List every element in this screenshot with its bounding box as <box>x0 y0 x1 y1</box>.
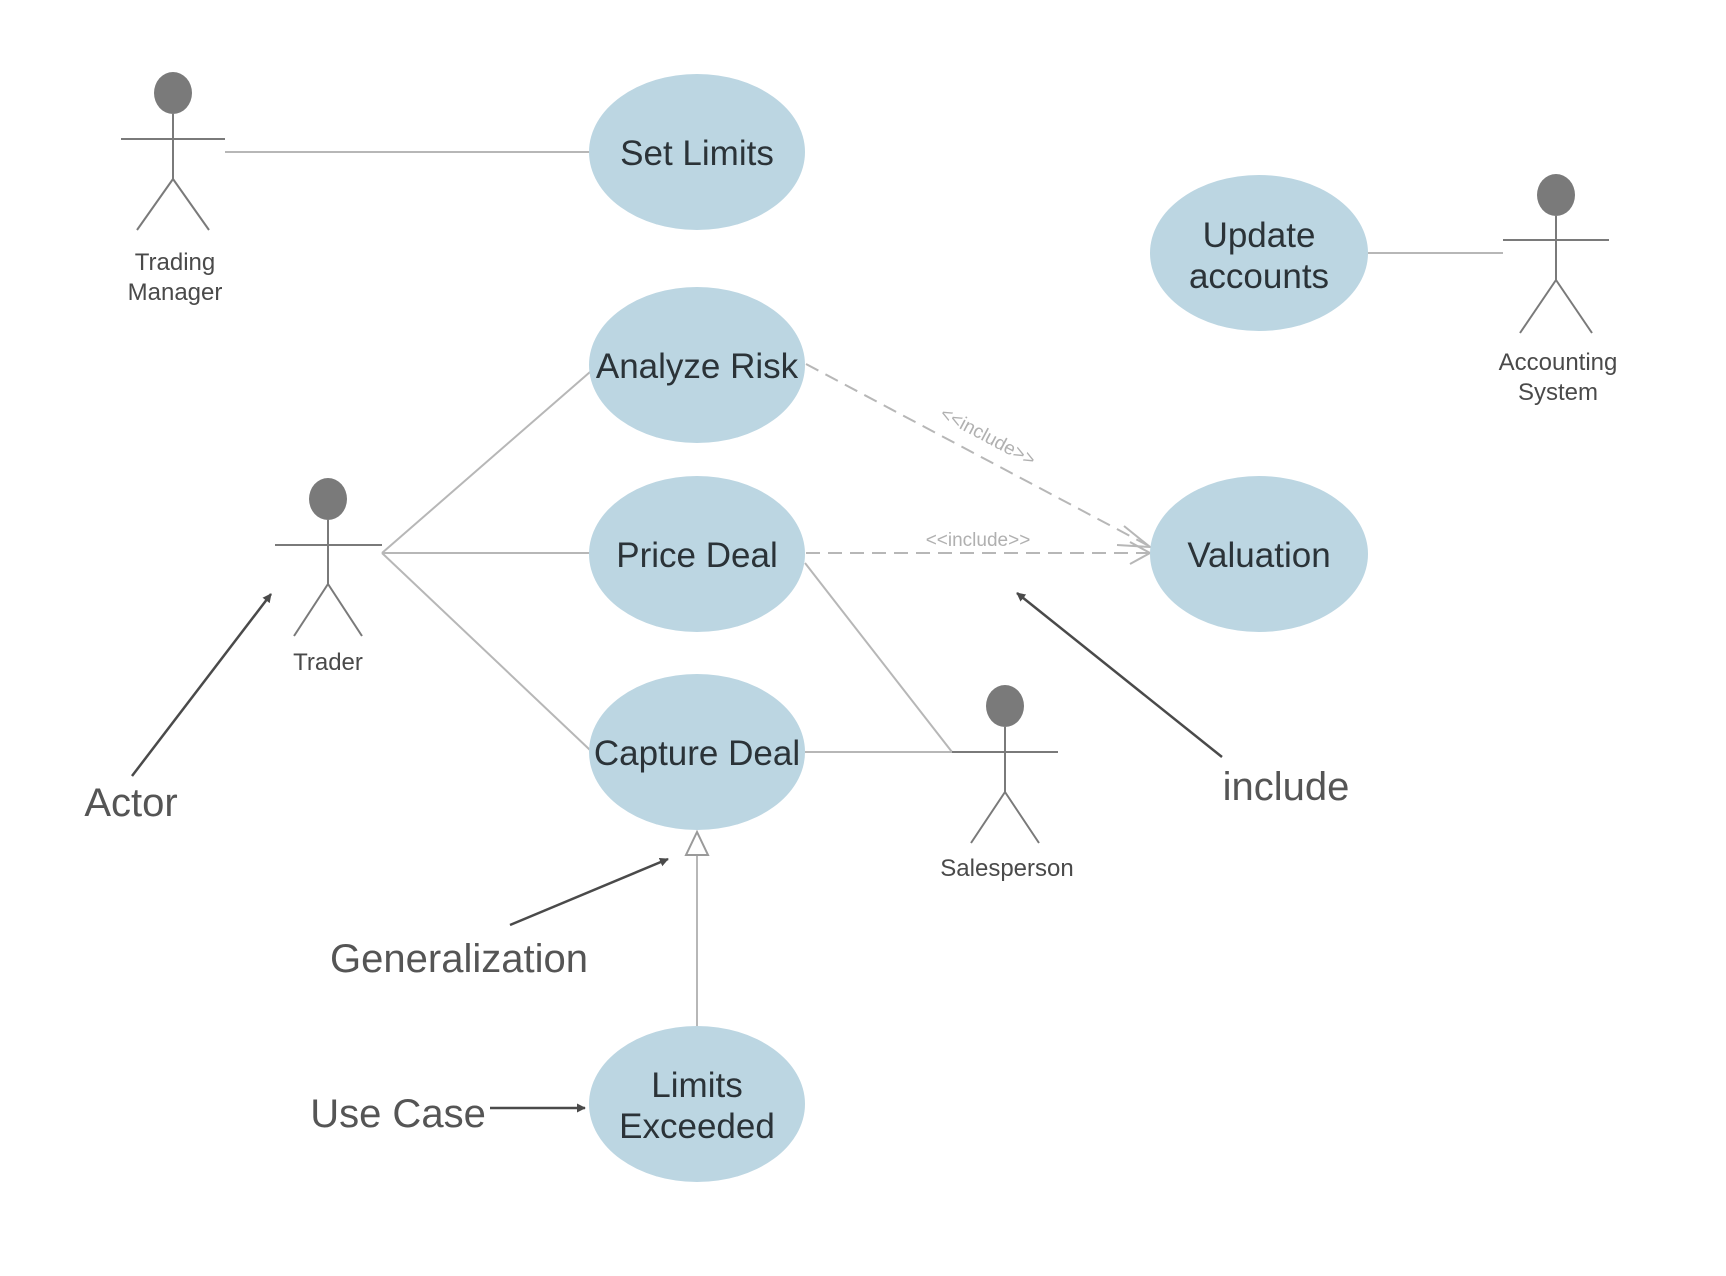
include-dependency-price-deal <box>806 541 1153 565</box>
actor-accounting-system[interactable]: Accounting System <box>1499 174 1618 406</box>
svg-text:Price Deal: Price Deal <box>616 536 777 575</box>
use-case-analyze-risk[interactable]: Analyze Risk <box>589 287 805 443</box>
use-case-price-deal[interactable]: Price Deal <box>589 476 805 632</box>
svg-text:Valuation: Valuation <box>1187 536 1330 575</box>
svg-text:Exceeded: Exceeded <box>619 1107 775 1146</box>
use-case-update-accounts[interactable]: Update accounts <box>1150 175 1368 331</box>
actor-salesperson[interactable]: Salesperson <box>940 685 1074 882</box>
stick-figure-icon <box>952 685 1058 844</box>
include-stereotype-label-horizontal: <<include>> <box>926 530 1031 551</box>
generalization-limits-exceeded-capture-deal <box>684 829 710 1026</box>
actor-label: Accounting <box>1499 349 1618 376</box>
actor-label: Salesperson <box>940 855 1073 882</box>
actor-label: Trader <box>293 649 363 676</box>
annotation-include: include <box>1016 592 1350 809</box>
use-case-valuation[interactable]: Valuation <box>1150 476 1368 632</box>
annotation-label: include <box>1223 765 1350 809</box>
callout-arrow <box>131 593 272 777</box>
use-case-limits-exceeded[interactable]: Limits Exceeded <box>589 1026 805 1182</box>
include-dependency-analyze-risk <box>805 363 1154 549</box>
annotation-actor: Actor <box>84 593 272 825</box>
svg-text:Update: Update <box>1203 216 1316 255</box>
annotation-generalization: Generalization <box>330 857 669 981</box>
stick-figure-icon <box>1503 174 1609 334</box>
actor-label: Manager <box>128 279 223 306</box>
callout-arrow <box>1016 592 1223 758</box>
svg-text:Analyze Risk: Analyze Risk <box>596 347 799 386</box>
use-case-set-limits[interactable]: Set Limits <box>589 74 805 230</box>
annotation-label: Actor <box>84 781 177 825</box>
annotation-label: Generalization <box>330 937 588 981</box>
svg-text:accounts: accounts <box>1189 257 1329 296</box>
annotation-label: Use Case <box>310 1092 486 1136</box>
callout-arrow <box>509 857 669 927</box>
association-trader-analyze-risk <box>381 371 591 554</box>
actor-label: Trading <box>135 249 215 276</box>
actor-trading-manager[interactable]: Trading Manager <box>121 72 225 306</box>
stick-figure-icon <box>275 478 382 637</box>
stick-figure-icon <box>121 72 225 231</box>
svg-text:Limits: Limits <box>651 1066 742 1105</box>
association-trader-capture-deal <box>381 552 591 751</box>
svg-text:Capture Deal: Capture Deal <box>594 734 800 773</box>
actor-trader[interactable]: Trader <box>275 478 382 676</box>
use-case-capture-deal[interactable]: Capture Deal <box>589 674 805 830</box>
annotation-use-case: Use Case <box>310 1092 586 1136</box>
actor-label: System <box>1518 379 1598 406</box>
svg-text:Set Limits: Set Limits <box>620 134 774 173</box>
association-price-deal-salesperson <box>804 562 953 753</box>
